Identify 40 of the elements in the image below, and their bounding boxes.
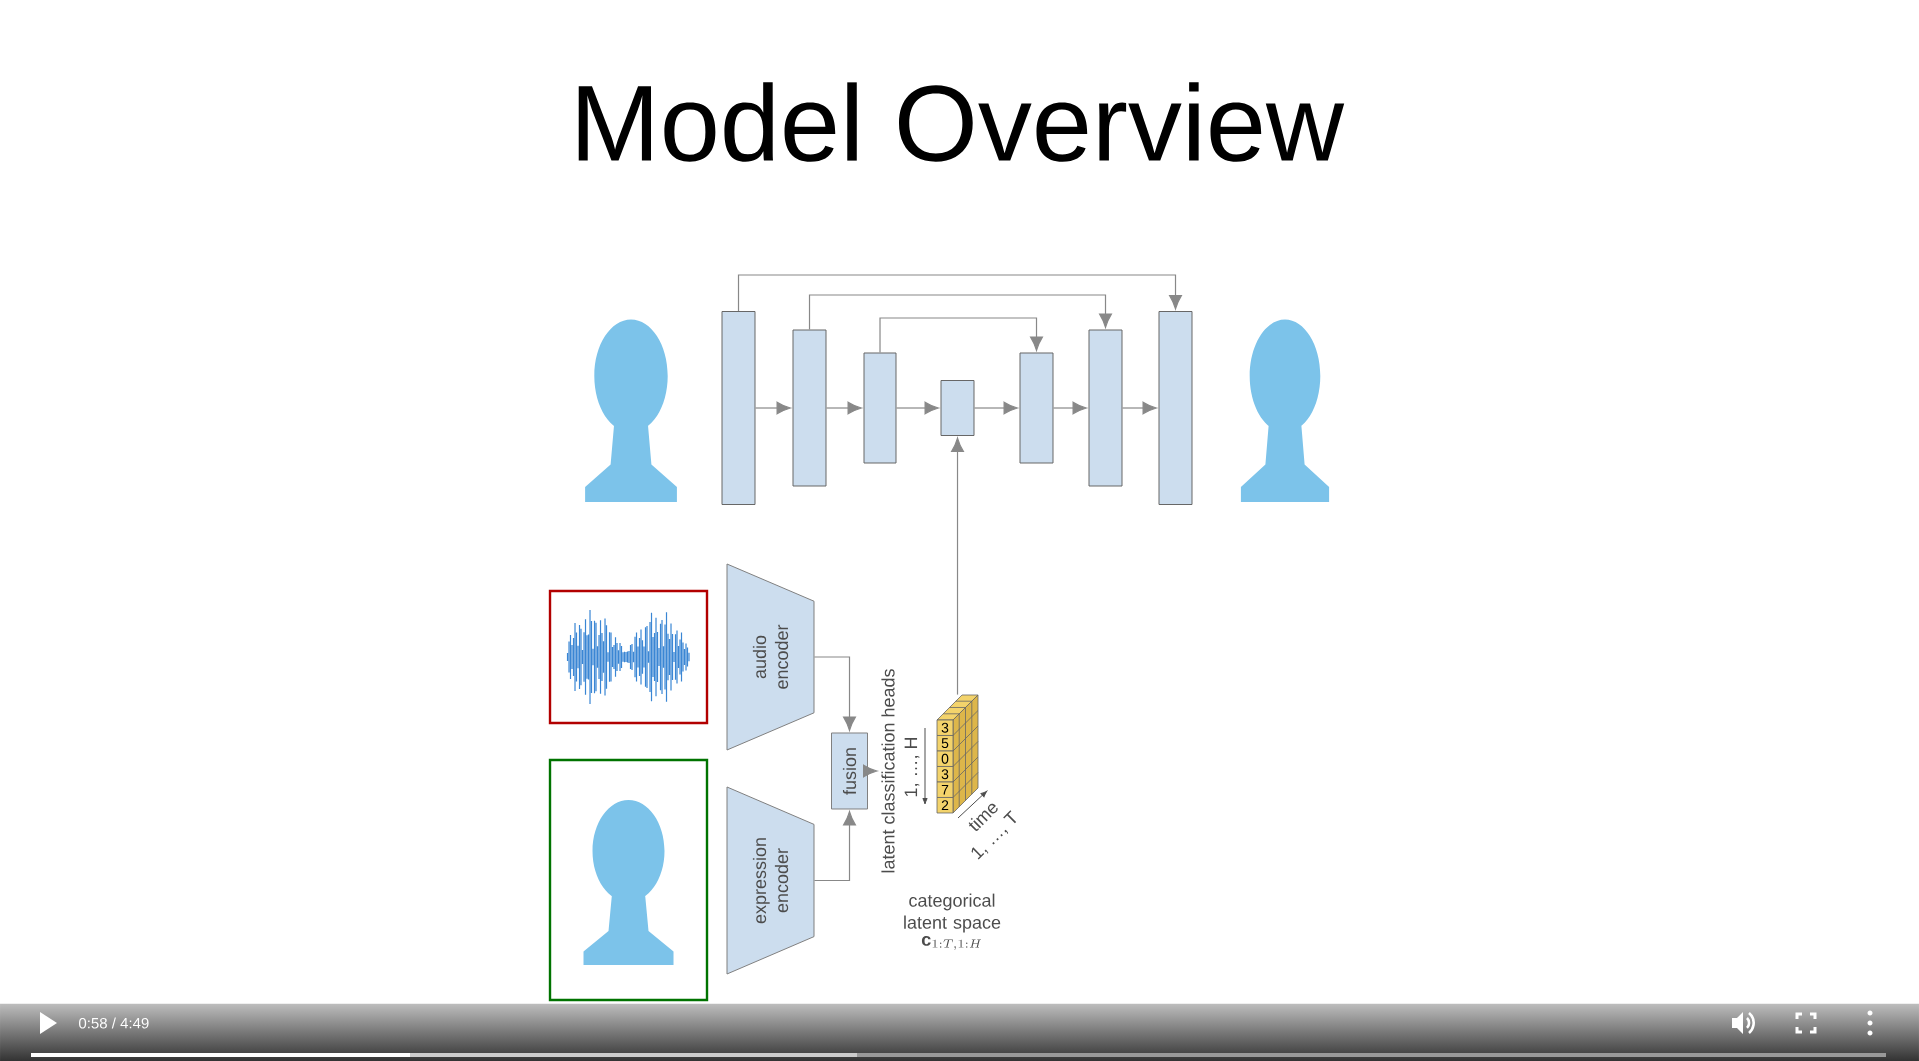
arrow [813,811,856,882]
arrow [754,401,791,415]
layer-bar [721,311,756,505]
arrow [813,656,856,731]
axis-label: latent classification heads [881,669,895,873]
arrow [951,437,964,696]
node-label: 0 [941,753,949,764]
time-display: 0:58 / 4:49 [79,1017,149,1029]
node-label: 3 [941,722,949,733]
encoder-trapezoid: audio encoder [726,563,815,751]
encoder-trapezoid: expression encoder [726,786,815,975]
axis-label: 1, …, H [904,737,920,797]
arrow [973,401,1018,415]
caption: categorical latent space [904,893,1001,933]
layer-bar [792,329,827,487]
head-drawing [1240,319,1330,502]
node-label: 2 [941,800,949,811]
arrow [808,294,1112,331]
head-drawing [585,319,677,502]
arrow [737,274,1182,312]
formula: $\mathbf{c}_{1:T,1:H}$ [921,936,981,950]
arrow [825,401,862,415]
arrow [879,317,1043,354]
layer-bar [1158,311,1193,505]
layer-bar [1019,352,1054,464]
layer-bar [863,352,897,464]
fusion-box: fusion [831,732,868,810]
title: Model Overview [578,82,1345,162]
arrow [1121,401,1157,415]
arrow [895,401,939,415]
latent-grid: 3 5 0 3 7 2 [936,694,979,814]
layer-bar [940,380,975,436]
node-label: 3 [941,769,949,780]
arrow [863,764,878,778]
node-label: 7 [941,784,949,795]
arrow [1052,401,1087,415]
layer-bar [1088,329,1123,487]
node-label: 5 [941,738,949,749]
waveform-picture [548,589,709,725]
head-picture [548,758,709,1002]
